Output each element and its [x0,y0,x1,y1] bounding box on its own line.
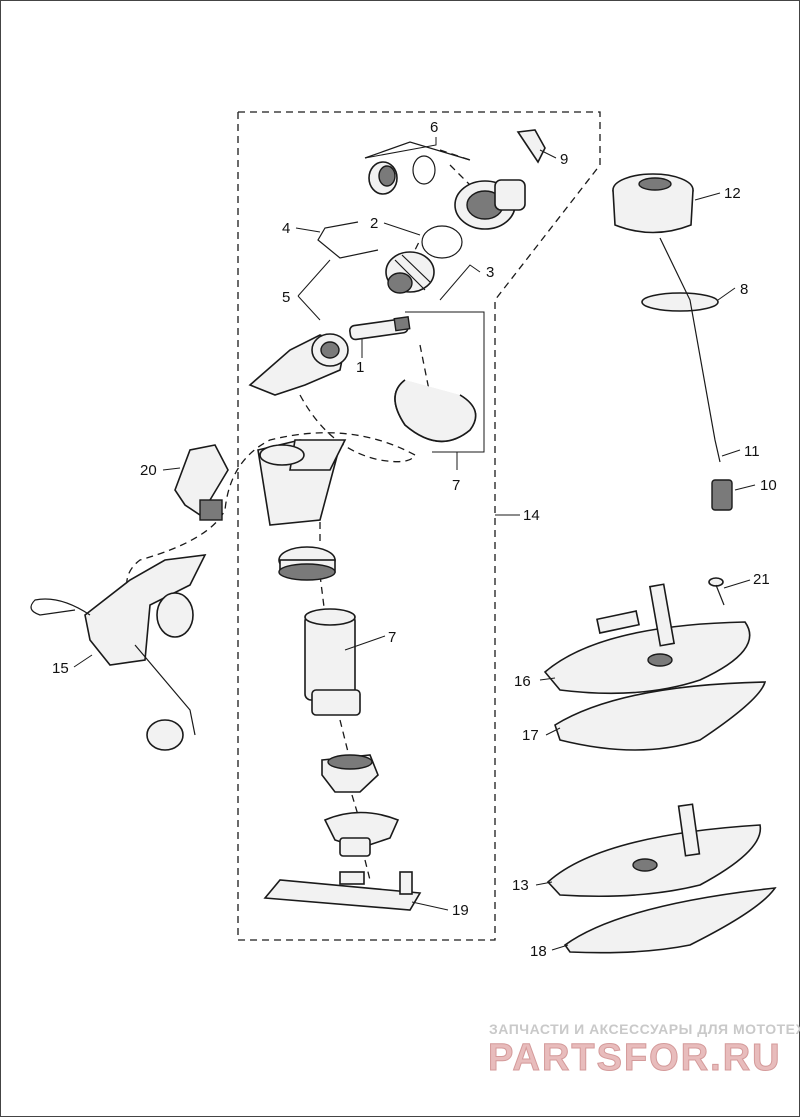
part-13-mounting-plate [546,803,762,898]
part-lock-ring [278,546,336,581]
leader-lines [73,137,756,951]
part-18-gasket [563,887,777,954]
part-4-wire [317,221,379,259]
part-3-filter [385,251,435,294]
callout-13: 13 [512,877,529,894]
part-16-mounting-plate [543,583,751,695]
part-12-gauge [612,173,694,234]
callout-16: 16 [514,673,531,690]
part-6-cap [364,141,471,195]
part-10-connector [711,479,733,511]
watermark-tagline: ЗАПЧАСТИ И АКСЕССУАРЫ ДЛЯ МОТОТЕХНИКИ [489,1021,800,1037]
part-2-oring [421,225,463,259]
hose-route-dashed [126,394,416,601]
callout-15: 15 [52,660,69,677]
part-1-fitting [349,316,411,341]
callout-7-hose: 7 [452,477,460,494]
callout-18: 18 [530,943,547,960]
callout-11: 11 [744,443,760,460]
callout-21: 21 [753,571,770,588]
callout-4: 4 [282,220,290,237]
part-reservoir [257,439,347,526]
part-regulator-housing [454,179,526,230]
part-5-bracket [248,333,349,396]
callout-7-pump: 7 [388,629,396,646]
callout-5: 5 [282,289,290,306]
callout-20: 20 [140,462,157,479]
callout-12: 12 [724,185,741,202]
part-strainer-cup [323,811,400,857]
callout-3: 3 [486,264,494,281]
callout-19: 19 [452,902,469,919]
watermark-brand: PARTSFOR.RU [488,1037,782,1079]
part-21-screw [708,577,725,606]
callout-2: 2 [370,215,378,232]
part-11-sensor-wire [659,237,721,463]
part-17-gasket [554,681,767,751]
axis-dashed-1 [319,510,371,881]
callout-10: 10 [760,477,777,494]
assembly-boundary [237,111,601,941]
callout-17: 17 [522,727,539,744]
callout-14: 14 [523,507,540,524]
part-strainer-cage [321,754,379,793]
part-8-gasket [641,292,719,312]
bracket-7 [405,311,485,453]
callout-6: 6 [430,119,438,136]
callout-8: 8 [740,281,748,298]
part-19-strainer [263,871,422,911]
part-15-level-sender [30,554,207,751]
callout-1: 1 [356,359,364,376]
part-20-connector [174,444,229,521]
callout-9: 9 [560,151,568,168]
part-7-pump [304,608,361,716]
part-9-clip [516,129,546,164]
